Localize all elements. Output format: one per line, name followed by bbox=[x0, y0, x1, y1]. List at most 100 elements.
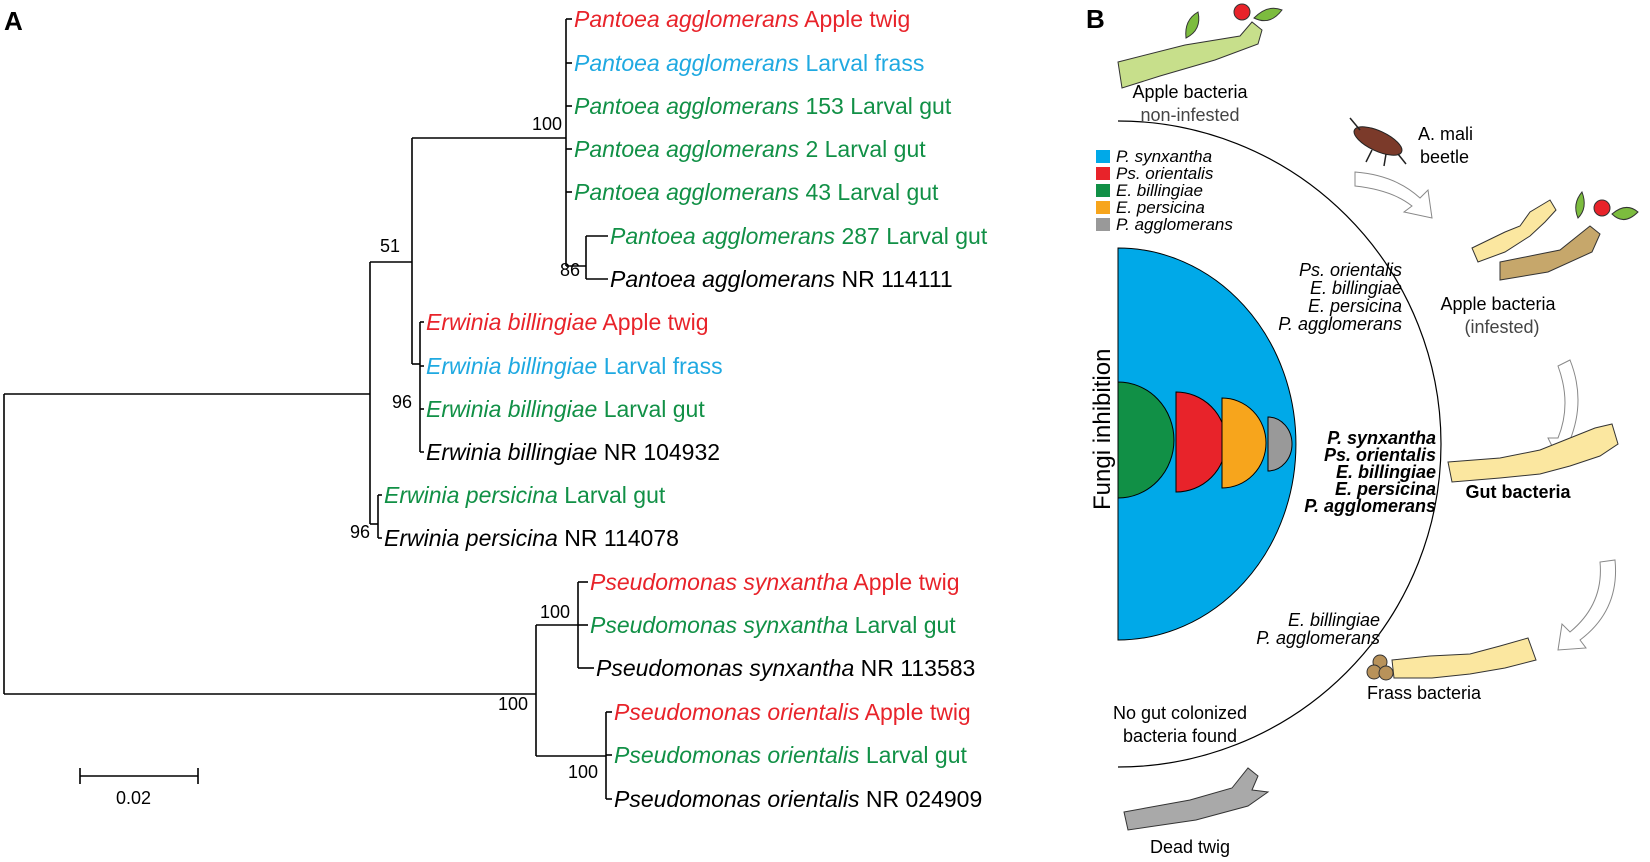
leaf-species: Erwinia billingiae bbox=[426, 439, 597, 465]
frass-bacteria-label: Frass bacteria bbox=[1367, 683, 1482, 703]
frass-larva-illustration bbox=[1366, 637, 1537, 681]
tree-leaf-label: Pseudomonas orientalis Larval gut bbox=[614, 742, 967, 768]
leaf-source: 2 Larval gut bbox=[799, 136, 926, 162]
leaf-source: Larval gut bbox=[848, 612, 956, 638]
tree-leaf-label: Erwinia persicina Larval gut bbox=[384, 482, 666, 508]
leaf-source: Larval frass bbox=[597, 353, 722, 379]
leaf-source: Apple twig bbox=[848, 569, 959, 595]
apple-noninfested-line1: Apple bacteria bbox=[1132, 82, 1248, 102]
beetle-label-line2: beetle bbox=[1420, 147, 1469, 167]
leaf-species: Erwinia persicina bbox=[384, 482, 558, 508]
leaf-species: Pantoea agglomerans bbox=[610, 266, 836, 292]
legend-swatch bbox=[1096, 184, 1110, 197]
bootstrap-value: 96 bbox=[350, 522, 370, 542]
beetle-icon bbox=[1349, 117, 1407, 167]
legend-label: Ps. orientalis bbox=[1116, 164, 1214, 183]
leaf-source: Larval gut bbox=[859, 742, 967, 768]
leaf-species: Pantoea agglomerans bbox=[574, 6, 800, 32]
tree-leaf-label: Pantoea agglomerans 153 Larval gut bbox=[574, 93, 952, 119]
legend-label: E. billingiae bbox=[1116, 181, 1203, 200]
tree-leaf-label: Erwinia billingiae NR 104932 bbox=[426, 439, 720, 465]
bootstrap-value: 51 bbox=[380, 236, 400, 256]
leaf-species: Erwinia billingiae bbox=[426, 309, 597, 335]
tree-leaf-label: Pseudomonas synxantha Larval gut bbox=[590, 612, 956, 638]
inhibition-disc-billingiae bbox=[1117, 381, 1175, 499]
legend-swatch bbox=[1096, 167, 1110, 180]
apple-infested-line2: (infested) bbox=[1464, 317, 1539, 337]
dead-label-line1: No gut colonized bbox=[1113, 703, 1247, 723]
apple-twig-illustration bbox=[1117, 3, 1283, 89]
tree-leaf-label: Pantoea agglomerans 43 Larval gut bbox=[574, 179, 939, 205]
leaf-species: Pantoea agglomerans bbox=[574, 50, 800, 76]
tree-leaf-label: Pantoea agglomerans Larval frass bbox=[574, 50, 924, 76]
gut-larva-illustration bbox=[1447, 423, 1619, 483]
bootstrap-value: 100 bbox=[540, 602, 570, 622]
panel-b-letter: B bbox=[1086, 4, 1105, 34]
leaf-source: Apple twig bbox=[859, 699, 970, 725]
species-name: E. billingiae bbox=[1288, 610, 1380, 630]
dead-twig-illustration bbox=[1123, 767, 1270, 831]
apple-noninfested-line2: non-infested bbox=[1140, 105, 1239, 125]
species-name: P. synxantha bbox=[1327, 428, 1436, 448]
tree-leaf-label: Pseudomonas orientalis Apple twig bbox=[614, 699, 971, 725]
cycle-arc bbox=[1117, 120, 1442, 768]
leaf-species: Pseudomonas synxantha bbox=[596, 655, 854, 681]
leaf-species: Pseudomonas orientalis bbox=[614, 699, 860, 725]
leaf-species: Pseudomonas orientalis bbox=[614, 742, 860, 768]
leaf-species: Pantoea agglomerans bbox=[610, 223, 836, 249]
leaf-source: NR 024909 bbox=[859, 786, 982, 812]
bootstrap-value: 86 bbox=[560, 260, 580, 280]
species-name: E. persicina bbox=[1308, 296, 1402, 316]
leaf-source: Apple twig bbox=[799, 6, 910, 32]
leaf-species: Erwinia persicina bbox=[384, 525, 558, 551]
leaf-species: Pantoea agglomerans bbox=[574, 179, 800, 205]
tree-leaf-label: Erwinia billingiae Apple twig bbox=[426, 309, 709, 335]
panel-a-letter: A bbox=[4, 6, 23, 36]
leaf-source: Larval gut bbox=[597, 396, 705, 422]
phylogenetic-tree bbox=[3, 18, 612, 800]
leaf-species: Pantoea agglomerans bbox=[574, 136, 800, 162]
leaf-source: NR 113583 bbox=[854, 655, 975, 681]
leaf-source: 153 Larval gut bbox=[799, 93, 952, 119]
leaf-source: NR 114078 bbox=[558, 525, 679, 551]
legend-swatch bbox=[1096, 150, 1110, 163]
leaf-source: 43 Larval gut bbox=[799, 179, 939, 205]
tree-leaf-label: Pseudomonas orientalis NR 024909 bbox=[614, 786, 982, 812]
inhibition-disc-persicina bbox=[1221, 397, 1267, 489]
scale-bar-label: 0.02 bbox=[116, 788, 151, 808]
leaf-species: Erwinia billingiae bbox=[426, 353, 597, 379]
apple-infested-line1: Apple bacteria bbox=[1440, 294, 1556, 314]
infested-twig-illustration bbox=[1471, 191, 1639, 281]
cycle-arrows bbox=[1354, 171, 1617, 651]
leaf-source: 287 Larval gut bbox=[835, 223, 988, 249]
species-name: P. agglomerans bbox=[1256, 628, 1380, 648]
species-name: E. persicina bbox=[1335, 479, 1436, 499]
bootstrap-value: 100 bbox=[498, 694, 528, 714]
legend-swatch bbox=[1096, 218, 1110, 231]
legend-label: P. agglomerans bbox=[1116, 215, 1233, 234]
fungi-inhibition-label: Fungi inhibition bbox=[1089, 349, 1116, 510]
tree-leaf-label: Pseudomonas synxantha NR 113583 bbox=[596, 655, 975, 681]
beetle-label-line1: A. mali bbox=[1418, 124, 1473, 144]
tree-leaf-label: Pantoea agglomerans NR 114111 bbox=[610, 266, 953, 292]
leaf-species: Pseudomonas orientalis bbox=[614, 786, 860, 812]
species-name: P. agglomerans bbox=[1278, 314, 1402, 334]
leaf-source: NR 114111 bbox=[835, 266, 953, 292]
species-name: E. billingiae bbox=[1310, 278, 1402, 298]
inhibition-disc-agglomerans bbox=[1267, 416, 1293, 472]
bootstrap-value: 96 bbox=[392, 392, 412, 412]
legend-label: P. synxantha bbox=[1116, 147, 1212, 166]
leaf-source: Larval gut bbox=[558, 482, 666, 508]
leaf-species: Pseudomonas synxantha bbox=[590, 612, 848, 638]
legend-swatch bbox=[1096, 201, 1110, 214]
tree-leaf-label: Erwinia persicina NR 114078 bbox=[384, 525, 679, 551]
leaf-source: Apple twig bbox=[597, 309, 708, 335]
leaf-source: NR 104932 bbox=[597, 439, 720, 465]
tree-leaf-label: Erwinia billingiae Larval gut bbox=[426, 396, 705, 422]
